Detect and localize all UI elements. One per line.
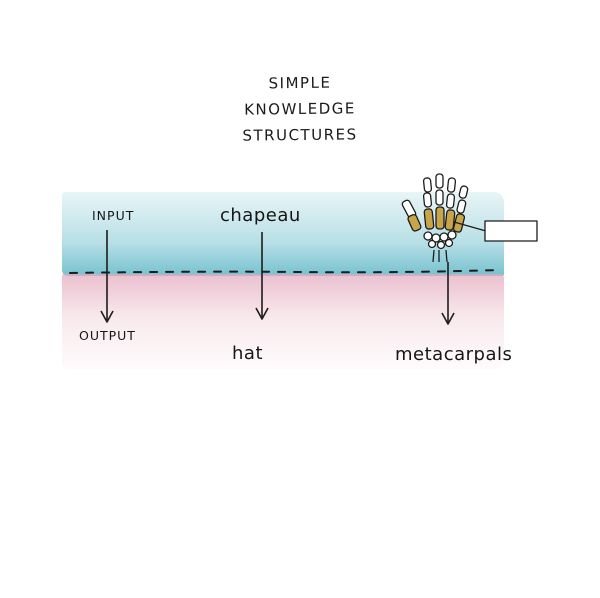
divider-dashed-line	[70, 270, 500, 273]
example-input-chapeau: chapeau	[220, 205, 301, 226]
input-label: INPUT	[92, 208, 134, 223]
legend-arrow	[101, 230, 113, 322]
hand-skeleton-icon	[401, 174, 537, 262]
chapeau-arrow	[256, 232, 268, 319]
example-output-hat: hat	[232, 343, 263, 364]
example-output-metacarpals: metacarpals	[395, 344, 512, 365]
output-label: OUTPUT	[79, 328, 136, 343]
